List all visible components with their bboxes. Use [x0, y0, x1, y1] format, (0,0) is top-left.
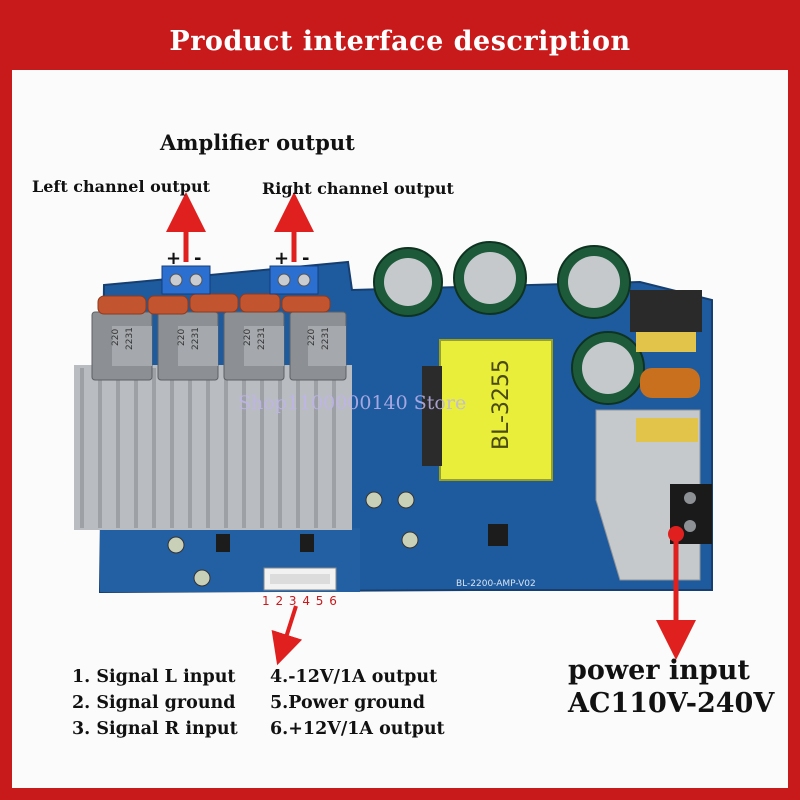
pin-4-desc: 4.-12V/1A output — [270, 667, 438, 687]
electrolytic-capacitors — [373, 241, 645, 405]
output-inductors — [91, 311, 347, 381]
amplifier-output-title: Amplifier output — [160, 130, 355, 155]
inductor-code-2a: 220 — [177, 329, 187, 346]
header-title: Product interface description — [169, 25, 631, 57]
pcb-silkscreen: BL-2200-AMP-V02 — [456, 579, 536, 589]
power-input-dot — [668, 526, 684, 542]
small-components — [167, 491, 508, 587]
signal-connector — [263, 567, 337, 591]
inductor-code-4a: 220 — [307, 329, 317, 346]
left-channel-label: Left channel output — [32, 177, 211, 196]
transformer: BL-3255 — [422, 339, 553, 481]
connector-pin-numbers: 1 2 3 4 5 6 — [262, 594, 338, 608]
right-plus-sign: + — [274, 248, 289, 269]
film-capacitors — [97, 293, 331, 315]
power-input-voltage: AC110V-240V — [568, 688, 775, 719]
right-minus-sign: - — [302, 248, 309, 269]
inductor-code-3a: 220 — [243, 329, 253, 346]
pin-2-desc: 2. Signal ground — [72, 693, 236, 713]
inductor-code-3b: 2231 — [257, 327, 267, 350]
inductor-code-1a: 220 — [111, 329, 121, 346]
pin-list-left: 1. Signal L input 2. Signal ground 3. Si… — [72, 664, 238, 742]
pin-6-desc: 6.+12V/1A output — [270, 719, 445, 739]
power-input-label: power input AC110V-240V — [568, 654, 774, 720]
pin-1-desc: 1. Signal L input — [72, 667, 236, 687]
connector-arrow — [271, 605, 303, 666]
pin-5-desc: 5.Power ground — [270, 693, 425, 713]
pin-3-desc: 3. Signal R input — [72, 719, 238, 739]
inductor-code-2b: 2231 — [191, 327, 201, 350]
inductor-code-4b: 2231 — [321, 327, 331, 350]
header-banner: Product interface description — [12, 12, 788, 70]
left-plus-sign: + — [166, 248, 181, 269]
inductor-code-1b: 2231 — [125, 327, 135, 350]
right-channel-label: Right channel output — [262, 179, 454, 198]
watermark-text: Shop1100000140 Store — [238, 392, 467, 414]
heatsink — [74, 365, 352, 530]
right-terminal-block — [269, 265, 319, 295]
left-minus-sign: - — [194, 248, 201, 269]
power-input-title: power input — [568, 655, 750, 686]
pin-list-right: 4.-12V/1A output 5.Power ground 6.+12V/1… — [270, 664, 445, 742]
transformer-label: BL-3255 — [489, 359, 514, 450]
left-terminal-block — [161, 265, 211, 295]
